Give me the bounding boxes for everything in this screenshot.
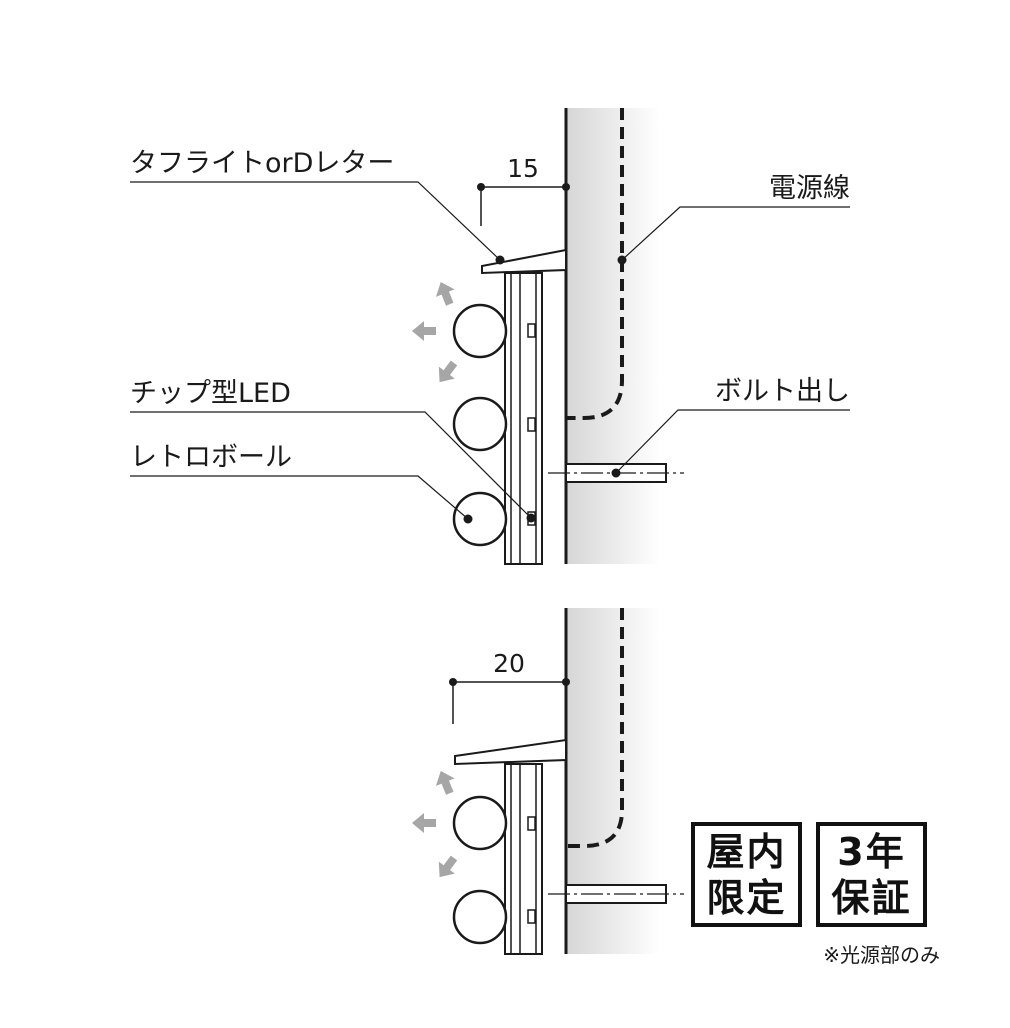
light-arrows-bottom [412, 771, 458, 878]
cap-bottom [454, 738, 567, 766]
badge-warranty: 3年 保証 [816, 822, 927, 927]
led-chip-1-top [527, 323, 536, 338]
label-bolt-out: ボルト出し [715, 376, 850, 407]
badge-warranty-line1: 3年 [837, 829, 906, 874]
cap-top [481, 248, 567, 275]
leader-point-bolt-out [611, 468, 621, 478]
light-arrow-down [438, 855, 458, 878]
label-power-cable: 電源線 [769, 173, 850, 204]
led-chip-2-top [527, 417, 536, 432]
bottom-section: 20 ※光源部のみ [412, 608, 940, 967]
light-arrow-up [435, 771, 455, 795]
retro-ball-1-top [452, 303, 508, 359]
light-arrow-down [438, 360, 458, 383]
wall-shading-top [566, 108, 660, 564]
leader-bolt-out [615, 409, 850, 474]
light-arrow-left [412, 813, 436, 833]
leader-point-power-cable [617, 255, 627, 265]
leader-point-chip-led [526, 513, 536, 523]
top-section: 15 タフライトorDレター 電源線 チップ型LED レトロボール ボルト出し [130, 108, 850, 565]
label-retro-ball: レトロボール [130, 442, 292, 473]
leader-point-tough-light [495, 255, 505, 265]
dimension-value-bottom: 20 [493, 649, 525, 678]
led-chip-1-bottom [527, 816, 536, 831]
power-cable-dashed-bottom [566, 608, 624, 848]
badge-warranty-line2: 保証 [831, 875, 912, 920]
retro-ball-2-top [452, 396, 508, 452]
label-chip-led: チップ型LED [130, 378, 291, 409]
leader-tough-light [130, 181, 501, 261]
dimension-point-right-top [562, 183, 570, 191]
power-cable-dashed-top [566, 108, 624, 420]
leader-power-cable [621, 206, 850, 261]
light-source-note: ※光源部のみ [823, 943, 940, 967]
light-arrow-left [412, 321, 436, 341]
light-arrows-top [412, 282, 458, 383]
leader-retro-ball [130, 475, 469, 520]
dimension-point-left-bottom [449, 678, 457, 686]
label-tough-light: タフライトorDレター [130, 148, 394, 179]
retro-ball-3-top [452, 491, 508, 547]
badge-indoor-line2: 限定 [706, 875, 787, 920]
dimension-value-top: 15 [507, 154, 539, 183]
retro-ball-2-bottom [452, 889, 508, 945]
badge-indoor-line1: 屋内 [706, 829, 787, 874]
leader-chip-led [130, 411, 532, 519]
dimension-point-right-bottom [562, 678, 570, 686]
retro-ball-1-bottom [452, 795, 508, 851]
light-arrow-up [435, 282, 455, 306]
leader-point-retro-ball [463, 514, 473, 524]
badge-indoor-only: 屋内 限定 [691, 822, 802, 927]
dimension-point-left-top [477, 183, 485, 191]
led-chip-2-bottom [527, 909, 536, 924]
